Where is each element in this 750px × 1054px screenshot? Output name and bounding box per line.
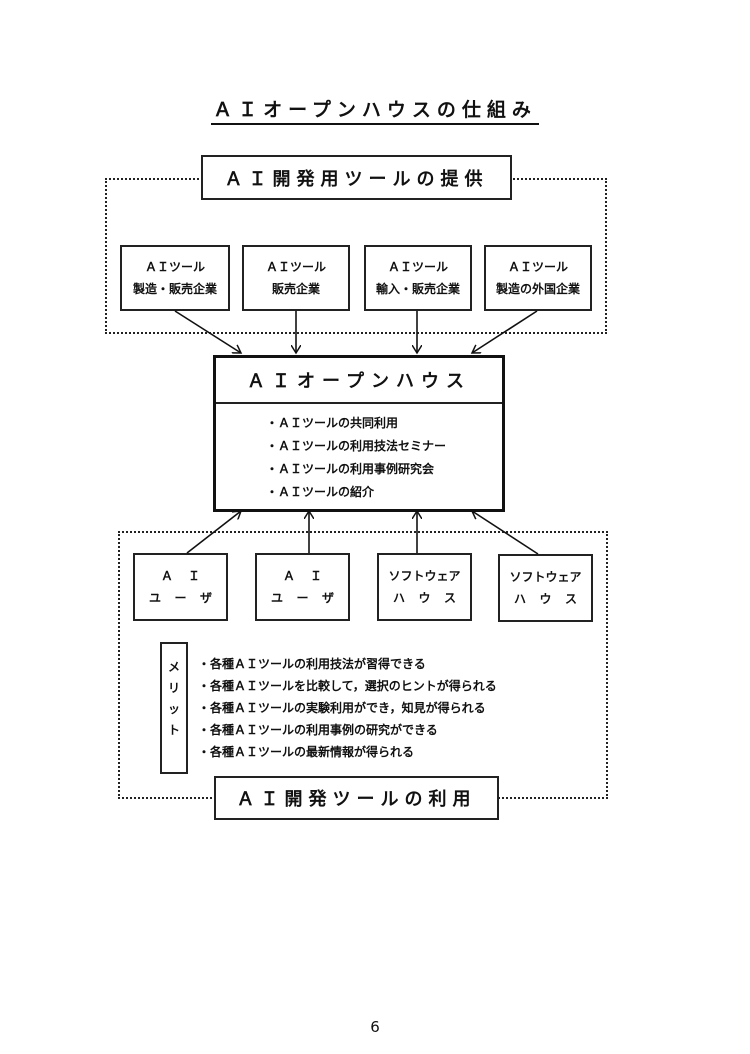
usage-header-text: ＡＩ開発ツールの利用 [236,789,477,810]
merit-list: ・各種ＡＩツールの利用技法が習得できる ・各種ＡＩツールを比較して，選択のヒント… [198,653,497,763]
openhouse-header: ＡＩオープンハウス [216,358,502,404]
merit-item: ・各種ＡＩツールの実験利用ができ，知見が得られる [198,701,486,715]
supplier-box: ＡＩツール 製造・販売企業 [120,245,230,311]
page-title-text: ＡＩオープンハウスの仕組み [211,99,539,125]
openhouse-activity: ・ＡＩツールの利用事例研究会 [266,462,435,476]
user-line2: ハウス [379,587,470,609]
supplier-box: ＡＩツール 製造の外国企業 [484,245,592,311]
supplier-line1: ＡＩツール [507,260,568,274]
user-line2: ハウス [500,588,591,610]
user-line1: ソフトウェア [509,570,582,584]
char: ザ [199,591,212,605]
user-line2: ユーザ [135,587,226,609]
char: ス [564,592,577,606]
supplier-line2: 販売企業 [271,282,320,296]
arrow-user-4 [472,511,539,555]
arrow-supplier-4 [472,310,538,353]
usage-header: ＡＩ開発ツールの利用 [214,776,499,820]
openhouse-activity: ・ＡＩツールの共同利用 [266,416,399,430]
user-line1: ソフトウェア [388,569,461,583]
page-title: ＡＩオープンハウスの仕組み [0,95,750,125]
supplier-line1: ＡＩツール [387,260,448,274]
char: ハ [393,591,406,605]
char: ハ [514,592,527,606]
user-line2: ユーザ [257,587,348,609]
supplier-line1: ＡＩツール [265,260,326,274]
user-box: ソフトウェア ハウス [498,554,593,622]
merit-label: メ リ ッ ト [160,642,188,774]
supplier-line2: 輸入・販売企業 [375,282,460,296]
arrow-supplier-1 [174,310,241,353]
char: ウ [539,592,552,606]
char: ユ [149,591,162,605]
char: ウ [418,591,431,605]
supplier-line2: 製造の外国企業 [495,282,580,296]
char: ー [174,591,187,605]
openhouse-activity: ・ＡＩツールの紹介 [266,485,375,499]
merit-item: ・各種ＡＩツールの最新情報が得られる [198,745,415,759]
user-box: ソフトウェア ハウス [377,553,472,621]
provision-header: ＡＩ開発用ツールの提供 [201,155,512,200]
openhouse-box: ＡＩオープンハウス ・ＡＩツールの共同利用 ・ＡＩツールの利用技法セミナー ・Ａ… [213,355,505,512]
supplier-box: ＡＩツール 販売企業 [242,245,350,311]
char: Ｉ [309,569,322,583]
merit-item: ・各種ＡＩツールの利用事例の研究ができる [198,723,438,737]
page-number: 6 [370,1018,380,1036]
char: ザ [321,591,334,605]
arrow-user-1 [186,511,241,554]
supplier-line2: 製造・販売企業 [132,282,217,296]
char: Ｉ [187,569,200,583]
merit-label-char: ッ [167,702,180,716]
merit-item: ・各種ＡＩツールの利用技法が習得できる [198,657,426,671]
merit-label-char: メ [167,660,180,674]
supplier-box: ＡＩツール 輸入・販売企業 [364,245,472,311]
char: Ａ [283,569,296,583]
merit-label-char: リ [167,681,180,695]
char: ユ [271,591,284,605]
char: ー [296,591,309,605]
supplier-line1: ＡＩツール [144,260,205,274]
openhouse-activities: ・ＡＩツールの共同利用 ・ＡＩツールの利用技法セミナー ・ＡＩツールの利用事例研… [216,404,502,504]
openhouse-activity: ・ＡＩツールの利用技法セミナー [266,439,447,453]
provision-header-text: ＡＩ開発用ツールの提供 [224,168,489,190]
merit-label-char: ト [167,723,180,737]
merit-item: ・各種ＡＩツールを比較して，選択のヒントが得られる [198,679,497,693]
char: Ａ [161,569,174,583]
char: ス [443,591,456,605]
